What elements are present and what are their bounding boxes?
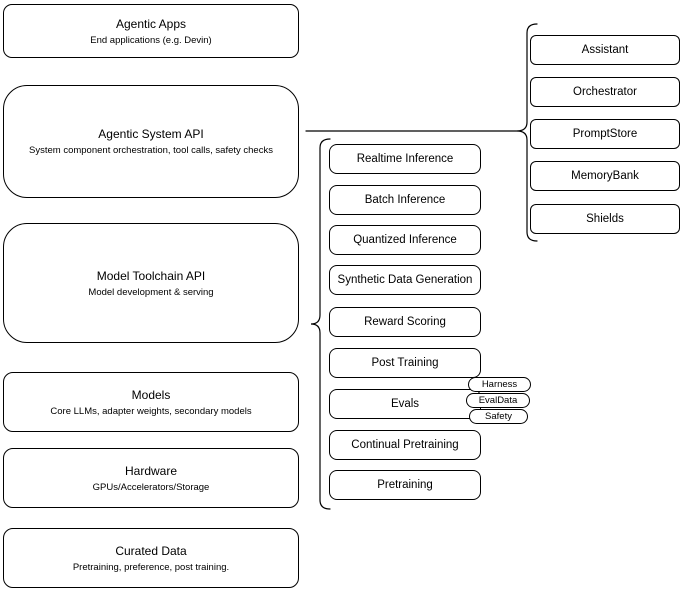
box-title: Agentic Apps [115, 16, 187, 31]
component-shields: Shields [530, 204, 680, 234]
box-model-toolchain-api: Model Toolchain API Model development & … [3, 223, 299, 343]
toolchain-item-post-training: Post Training [329, 348, 481, 378]
toolchain-item-pretraining: Pretraining [329, 470, 481, 500]
toolchain-item-realtime-inference: Realtime Inference [329, 144, 481, 174]
toolchain-item-synthetic-data-generation: Synthetic Data Generation [329, 265, 481, 295]
component-assistant: Assistant [530, 35, 680, 65]
toolchain-item-continual-pretraining: Continual Pretraining [329, 430, 481, 460]
box-subtitle: Core LLMs, adapter weights, secondary mo… [50, 405, 252, 417]
eval-tag-harness: Harness [468, 377, 531, 392]
toolchain-item-reward-scoring: Reward Scoring [329, 307, 481, 337]
box-title: Hardware [124, 463, 178, 478]
box-subtitle: End applications (e.g. Devin) [90, 34, 212, 46]
eval-tag-evaldata: EvalData [466, 393, 530, 408]
toolchain-item-quantized-inference: Quantized Inference [329, 225, 481, 255]
box-curated-data: Curated Data Pretraining, preference, po… [3, 528, 299, 588]
component-memorybank: MemoryBank [530, 161, 680, 191]
box-title: Models [131, 387, 171, 402]
component-promptstore: PromptStore [530, 119, 680, 149]
eval-tag-safety: Safety [469, 409, 528, 424]
box-title: Curated Data [115, 543, 187, 558]
box-agentic-apps: Agentic Apps End applications (e.g. Devi… [3, 4, 299, 58]
box-subtitle: System component orchestration, tool cal… [29, 145, 273, 156]
box-subtitle: Pretraining, preference, post training. [72, 561, 230, 573]
box-subtitle: Model development & serving [88, 286, 214, 298]
box-subtitle: GPUs/Accelerators/Storage [92, 481, 210, 493]
toolchain-item-batch-inference: Batch Inference [329, 185, 481, 215]
box-models: Models Core LLMs, adapter weights, secon… [3, 372, 299, 432]
toolchain-item-evals: Evals [329, 389, 481, 419]
box-title: Agentic System API [98, 127, 204, 141]
box-agentic-system-api: Agentic System API System component orch… [3, 85, 299, 198]
component-orchestrator: Orchestrator [530, 77, 680, 107]
box-hardware: Hardware GPUs/Accelerators/Storage [3, 448, 299, 508]
box-title: Model Toolchain API [96, 268, 206, 283]
toolchain-brace [310, 138, 331, 510]
